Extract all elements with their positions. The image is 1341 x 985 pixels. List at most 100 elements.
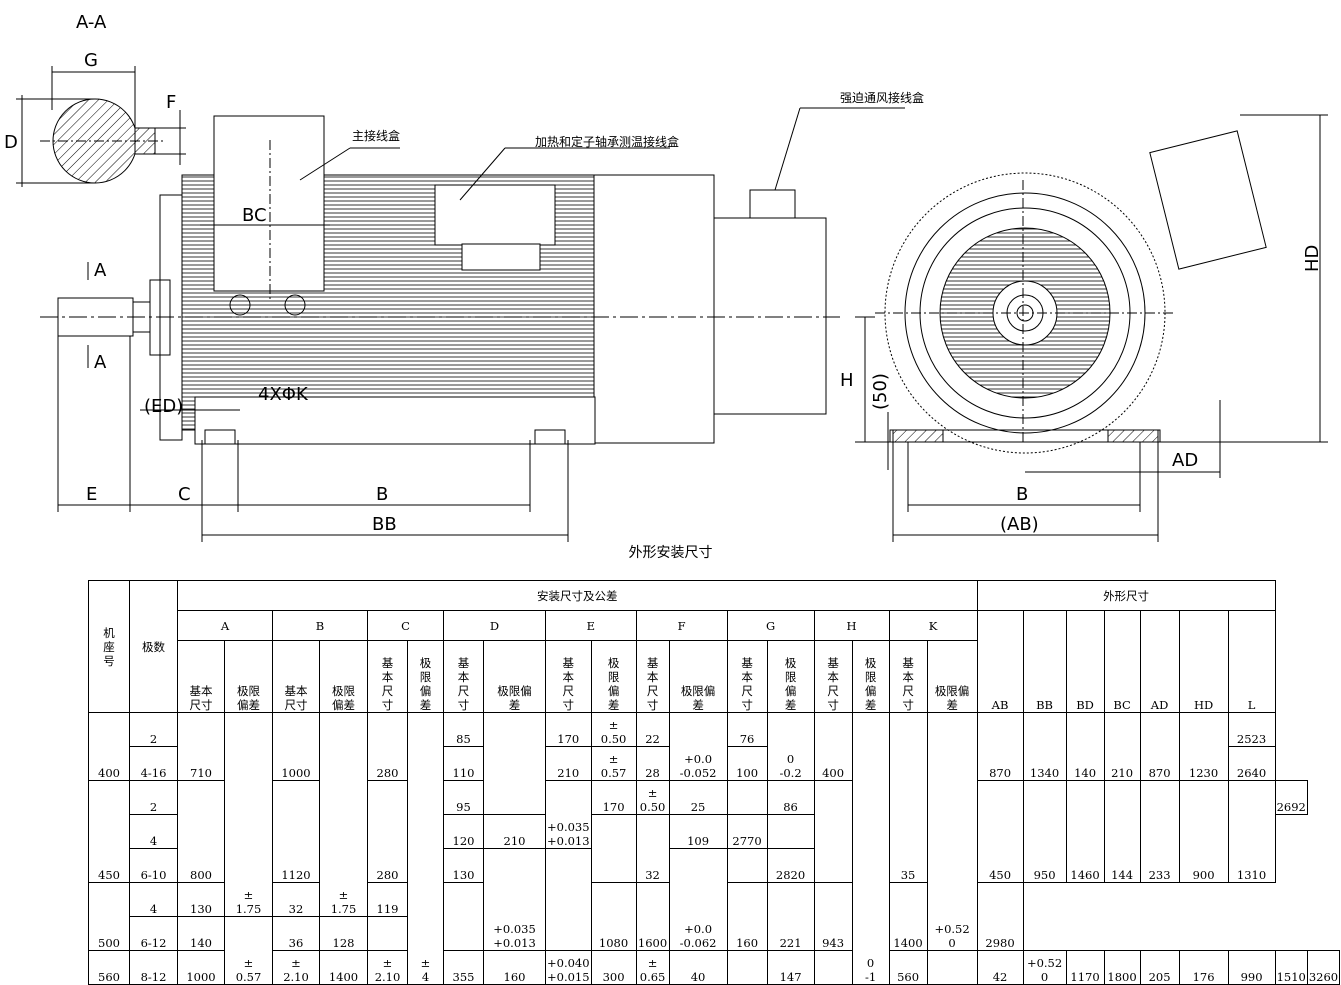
cell-b: 1000 [272,712,320,781]
cell-ab: 950 [1022,780,1067,883]
cell-f-tol [726,780,768,815]
cell-d: 85 [443,712,484,747]
callout-fan-box: 强迫通风接线盒 [840,90,924,105]
side-dimension-lines [57,107,905,542]
subheader-d-limit: 极限偏差 [483,640,546,713]
cell-e: 210 [545,746,592,781]
header-group-e: E [545,610,637,641]
subheader-g-basic: 基本尺寸 [726,640,768,713]
subheader-k-limit: 极限偏差 [926,640,978,713]
header-outline-l: L [1227,610,1276,713]
dim-a-bottom: A [94,352,107,373]
header-outline-bb: BB [1022,610,1067,713]
cell-l: 2523 [1227,712,1276,747]
cell-d-tol: +0.035+0.013 [545,780,592,849]
header-poles: 极数 [129,580,178,713]
cell-ad: 900 [1178,780,1229,883]
header-outline: 外形尺寸 [976,580,1276,611]
motor-front-view [855,114,1328,542]
cell-h: 560 [888,950,928,985]
dim-h: H [840,370,854,391]
cell-e: 170 [590,780,637,815]
cell-g [726,848,768,883]
cell-d-tol: +0.040+0.015 [545,950,592,985]
cell-bb: 1800 [1103,950,1141,985]
cell-bb: 1600 [635,882,670,951]
dim-ad: AD [1172,450,1198,471]
cell-a-tol: ±2.10 [272,950,320,985]
cell-bd: 205 [1139,950,1180,985]
cell-b: 1120 [272,780,320,883]
cell-poles: 6-10 [129,848,178,883]
cell-c-tol: ±4 [407,712,444,985]
cell-l: 2770 [726,814,768,849]
header-group-c: C [367,610,444,641]
cell-bb: 1460 [1065,780,1105,883]
cell-f: 32 [635,814,670,883]
header-outline-ab: AB [976,610,1024,713]
subheader-h-limit: 极限偏差 [851,640,890,713]
cell-a: 1000 [177,950,225,985]
cell-hd: 1310 [1227,780,1276,883]
drawing-caption: 外形安装尺寸 [628,545,713,561]
subheader-e-limit: 极限偏差 [590,640,637,713]
cell-c: 355 [443,950,484,985]
cell-e: 170 [545,712,592,747]
cell-f: 25 [668,780,728,815]
header-outline-bd: BD [1065,610,1105,713]
cell-f: 28 [635,746,670,781]
cell-bb: 1340 [1022,712,1067,781]
dim-ed: (ED) [144,396,183,417]
cell-e: 300 [590,950,637,985]
header-group-h: H [813,610,890,641]
dim-holes: 4XΦK [258,384,309,405]
cell-b-tol: ±2.10 [367,950,408,985]
subheader-g-limit: 极限偏差 [766,640,815,713]
dim-f: F [166,92,176,113]
cell-h: 400 [813,712,853,781]
cell-hd: 1510 [1274,950,1308,985]
dim-b-front: B [1016,484,1028,505]
subheader-h-basic: 基本尺寸 [813,640,853,713]
cell-g: 100 [726,746,768,781]
subheader-b-limit: 极限偏差 [319,640,368,713]
cell-e-tol [590,814,637,883]
cell-ad: 870 [1139,712,1180,781]
cell-ab: 1170 [1065,950,1105,985]
cell-ad: 990 [1227,950,1276,985]
cell-poles: 2 [129,712,178,747]
cell-e-tol: ±0.50 [590,712,637,747]
cell-g: 119 [367,882,408,917]
cell-k: 35 [888,712,928,883]
cell-f-tol: +0.0-0.062 [668,848,728,951]
cell-bc: 210 [1103,712,1141,781]
callout-heater-box: 加热和定子轴承测温接线盒 [535,134,679,149]
subheader-b-basic: 基本尺寸 [272,640,320,713]
cell-d: 160 [483,950,546,985]
header-group-b: B [272,610,368,641]
motor-outline-drawing: A-A G D F 主接线盒 加热和定子轴承测温接线盒 强迫通风接线盒 BC A… [4,12,1328,542]
motor-side-view [40,115,840,445]
cell-f: 36 [272,916,320,951]
subheader-e-basic: 基本尺寸 [545,640,592,713]
subheader-f-limit: 极限偏差 [668,640,728,713]
cell-l: 3260 [1306,950,1341,985]
cell-bc: 176 [1178,950,1229,985]
dim-hd: HD [1302,245,1323,272]
cell-b: 1400 [319,950,368,985]
cell-hd: 1400 [888,882,928,951]
dim-a-top: A [94,260,107,281]
cell-e [545,848,592,951]
cell-frame: 400 [88,712,130,781]
cell-c: 280 [367,780,408,883]
cell-bc: 233 [1139,780,1180,883]
cell-d: 130 [177,882,225,917]
cell-g: 147 [766,950,815,985]
dim-ab: (AB) [1000,514,1039,535]
cell-k: 42 [976,950,1024,985]
